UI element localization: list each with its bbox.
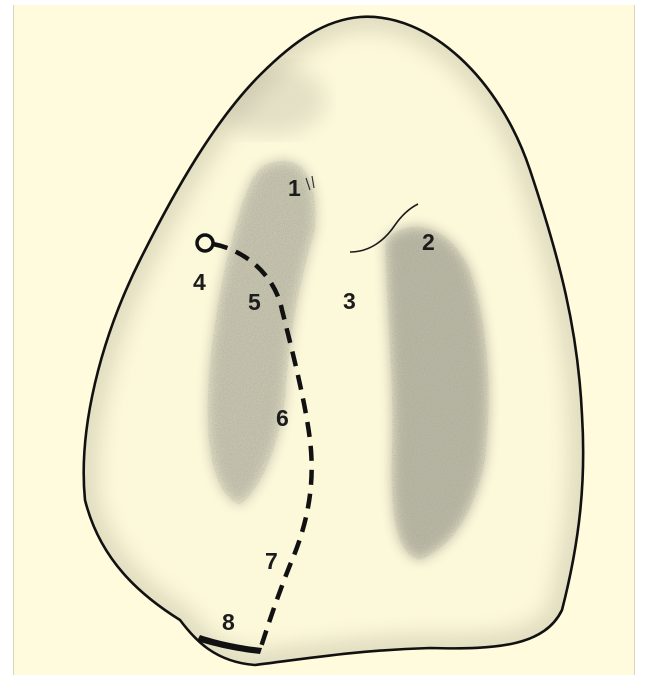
label-6: 6 <box>276 405 289 431</box>
label-7: 7 <box>265 548 278 574</box>
start-point-marker <box>197 235 213 251</box>
label-4: 4 <box>193 269 206 295</box>
label-2: 2 <box>422 229 435 255</box>
label-1: 1 <box>288 175 301 201</box>
organ-outline-fill <box>84 17 583 665</box>
label-5: 5 <box>248 289 261 315</box>
label-8: 8 <box>222 609 235 635</box>
label-3: 3 <box>343 288 356 314</box>
